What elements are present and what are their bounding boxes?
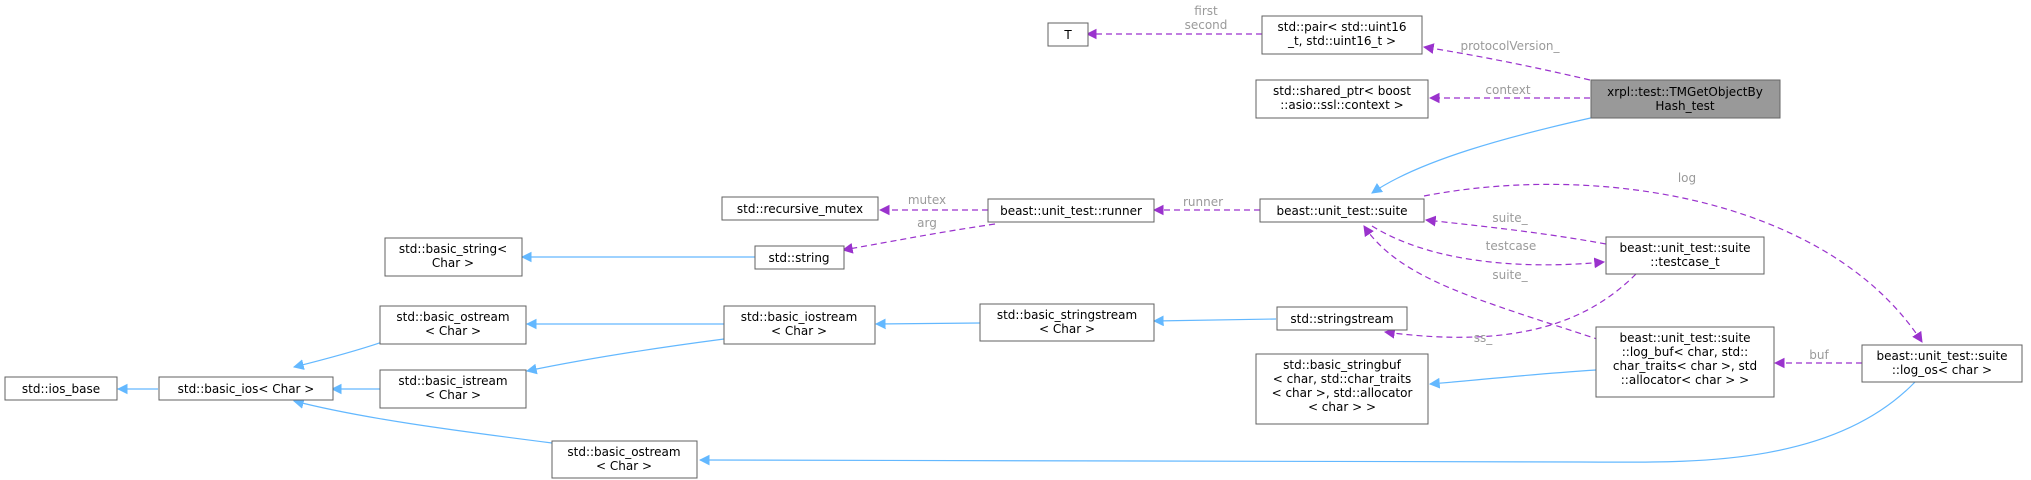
node-basic-stringbuf-line-2: < char, std::char_traits [1273, 372, 1411, 386]
edge-label-mutex: mutex [908, 193, 946, 207]
edge-testcase-to-suite [1424, 215, 1607, 245]
node-unit-test-runner[interactable]: beast::unit_test::runner [987, 198, 1155, 223]
edge-label-suite-b: suite_ [1492, 268, 1528, 282]
node-std-recursive-mutex[interactable]: std::recursive_mutex [721, 196, 879, 221]
node-std-stringstream[interactable]: std::stringstream [1276, 306, 1408, 331]
node-tmget-line-1: xrpl::test::TMGetObjectBy [1607, 85, 1763, 99]
node-runner-line-1: beast::unit_test::runner [1000, 204, 1142, 218]
node-std-string[interactable]: std::string [754, 245, 845, 270]
edge-label-arg: arg [917, 216, 937, 230]
node-basic-string-line-2: Char > [432, 256, 474, 270]
edge-log-buf-to-basic-stringbuf [1428, 369, 1597, 389]
node-log-buf-line-2: ::log_buf< char, std:: [1622, 345, 1748, 359]
node-shared-ptr-line-2: ::asio::ssl::context > [1280, 98, 1403, 112]
edge-basic-ostream-bottom-to-basic-ios [292, 398, 553, 444]
node-log-buf-line-4: ::allocator< char > > [1621, 373, 1749, 387]
node-basic-istream-line-2: < Char > [425, 388, 481, 402]
node-log-os-line-2: ::log_os< char > [1892, 363, 1992, 377]
node-template-t[interactable]: T [1047, 22, 1089, 47]
edge-label-log: log [1678, 171, 1696, 185]
edge-basic-iostream-to-basic-istream [525, 338, 725, 375]
edge-label-protocol-version: protocolVersion_ [1460, 39, 1560, 53]
node-basic-ostream-lower-line-1: std::basic_ostream [567, 445, 680, 459]
edge-basic-ostream-top-to-basic-ios [292, 339, 389, 370]
node-std-basic-ostream-lower[interactable]: std::basic_ostream < Char > [551, 440, 698, 479]
node-pair-line-1: std::pair< std::uint16 [1278, 20, 1407, 34]
node-basic-ostream-upper-line-1: std::basic_ostream [396, 310, 509, 324]
edge-string-to-runner [841, 223, 996, 254]
node-std-basic-ostream-upper[interactable]: std::basic_ostream < Char > [379, 305, 527, 345]
node-basic-stringbuf-line-4: < char > > [1308, 400, 1376, 414]
node-std-basic-iostream[interactable]: std::basic_iostream < Char > [723, 305, 876, 345]
node-basic-stringstream-line-1: std::basic_stringstream [997, 308, 1137, 322]
node-std-basic-string[interactable]: std::basic_string< Char > [384, 237, 523, 277]
node-t-line-1: T [1063, 28, 1072, 42]
node-basic-ostream-upper-line-2: < Char > [425, 324, 481, 338]
node-std-basic-stringstream[interactable]: std::basic_stringstream < Char > [979, 303, 1155, 342]
edge-label-testcase: testcase [1486, 239, 1537, 253]
edge-tmget-to-pair [1422, 43, 1591, 81]
node-std-basic-istream[interactable]: std::basic_istream < Char > [379, 369, 527, 409]
edge-label-first: first [1194, 4, 1218, 18]
edge-label-runner: runner [1183, 195, 1223, 209]
node-testcase-t-line-1: beast::unit_test::suite [1619, 241, 1750, 255]
node-suite-log-buf[interactable]: beast::unit_test::suite ::log_buf< char,… [1595, 326, 1775, 398]
edge-log-buf-to-suite [1363, 225, 1601, 341]
edge-label-ss: ss_ [1474, 331, 1494, 345]
edge-label-context: context [1485, 83, 1531, 97]
edge-stringstream-to-basic-stringstream [1152, 315, 1277, 327]
node-std-shared-ptr[interactable]: std::shared_ptr< boost ::asio::ssl::cont… [1255, 79, 1429, 119]
node-shared-ptr-line-1: std::shared_ptr< boost [1273, 84, 1411, 98]
node-basic-istream-line-1: std::basic_istream [398, 374, 507, 388]
node-log-buf-line-1: beast::unit_test::suite [1619, 331, 1750, 345]
node-string-line-1: std::string [768, 251, 829, 265]
node-std-pair[interactable]: std::pair< std::uint16 _t, std::uint16_t… [1261, 15, 1423, 55]
node-pair-line-2: _t, std::uint16_t > [1287, 34, 1396, 48]
edge-log-os-to-basic-ostream-bottom [698, 381, 1916, 466]
node-log-os-line-1: beast::unit_test::suite [1876, 349, 2007, 363]
node-basic-ios-line-1: std::basic_ios< Char > [178, 382, 315, 396]
node-basic-iostream-line-2: < Char > [771, 324, 827, 338]
edge-tmget-to-suite [1371, 116, 1596, 194]
edge-testcase-to-stringstream [1383, 273, 1637, 339]
node-testcase-t-line-2: ::testcase_t [1650, 255, 1720, 269]
edge-label-suite-a: suite_ [1492, 211, 1528, 225]
node-basic-stringstream-line-2: < Char > [1039, 322, 1095, 336]
edge-suite-to-testcase [1371, 225, 1606, 269]
node-tmget-object-by-hash-test[interactable]: xrpl::test::TMGetObjectBy Hash_test [1590, 79, 1781, 119]
node-suite-log-os[interactable]: beast::unit_test::suite ::log_os< char > [1861, 344, 2023, 383]
edge-log-os-to-suite [1423, 183, 1923, 343]
edge-labels: first second protocolVersion_ context lo… [908, 4, 1830, 362]
node-suite-testcase-t[interactable]: beast::unit_test::suite ::testcase_t [1605, 236, 1765, 275]
node-unit-test-suite[interactable]: beast::unit_test::suite [1259, 198, 1425, 223]
node-suite-line-1: beast::unit_test::suite [1276, 204, 1407, 218]
node-basic-ostream-lower-line-2: < Char > [596, 459, 652, 473]
node-tmget-line-2: Hash_test [1655, 99, 1715, 113]
node-std-ios-base[interactable]: std::ios_base [4, 376, 118, 401]
node-basic-iostream-line-1: std::basic_iostream [741, 310, 858, 324]
edge-label-buf: buf [1809, 348, 1829, 362]
nodes: xrpl::test::TMGetObjectBy Hash_test T st… [4, 15, 2023, 479]
node-log-buf-line-3: char_traits< char >, std [1613, 359, 1757, 373]
node-basic-stringbuf-line-1: std::basic_stringbuf [1283, 358, 1401, 372]
edge-label-second: second [1185, 18, 1228, 32]
edge-basic-stringstream-to-basic-iostream [874, 318, 981, 330]
node-basic-stringbuf-line-3: < char >, std::allocator [1272, 386, 1413, 400]
node-ios-base-line-1: std::ios_base [22, 382, 100, 396]
node-std-basic-stringbuf[interactable]: std::basic_stringbuf < char, std::char_t… [1255, 353, 1429, 425]
node-recursive-mutex-line-1: std::recursive_mutex [737, 202, 863, 216]
node-stringstream-line-1: std::stringstream [1290, 312, 1393, 326]
node-basic-string-line-1: std::basic_string< [399, 242, 507, 256]
node-std-basic-ios[interactable]: std::basic_ios< Char > [158, 376, 334, 401]
